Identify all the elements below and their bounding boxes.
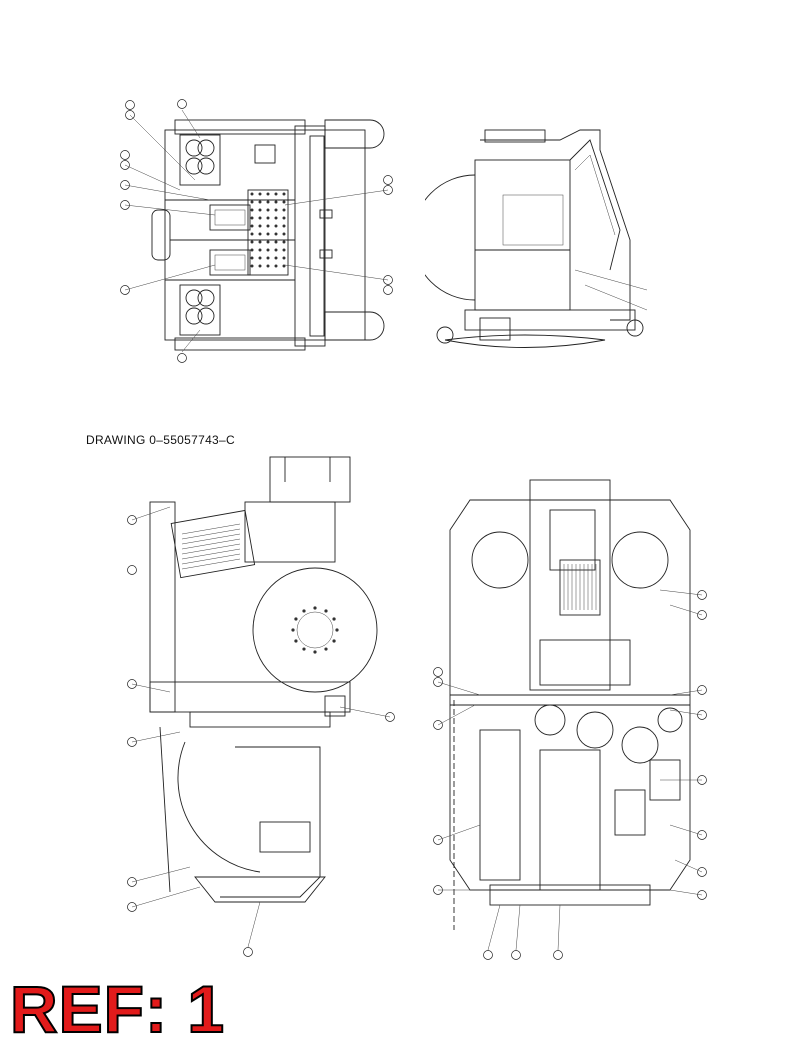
front-elevation-view	[127, 456, 395, 957]
ref-label: REF: 1	[9, 972, 226, 1046]
top-plan-view	[120, 99, 393, 363]
drawing-number: DRAWING 0–55057743–C	[86, 433, 235, 447]
lower-plan-view	[433, 479, 707, 960]
side-elevation-view	[425, 129, 648, 348]
